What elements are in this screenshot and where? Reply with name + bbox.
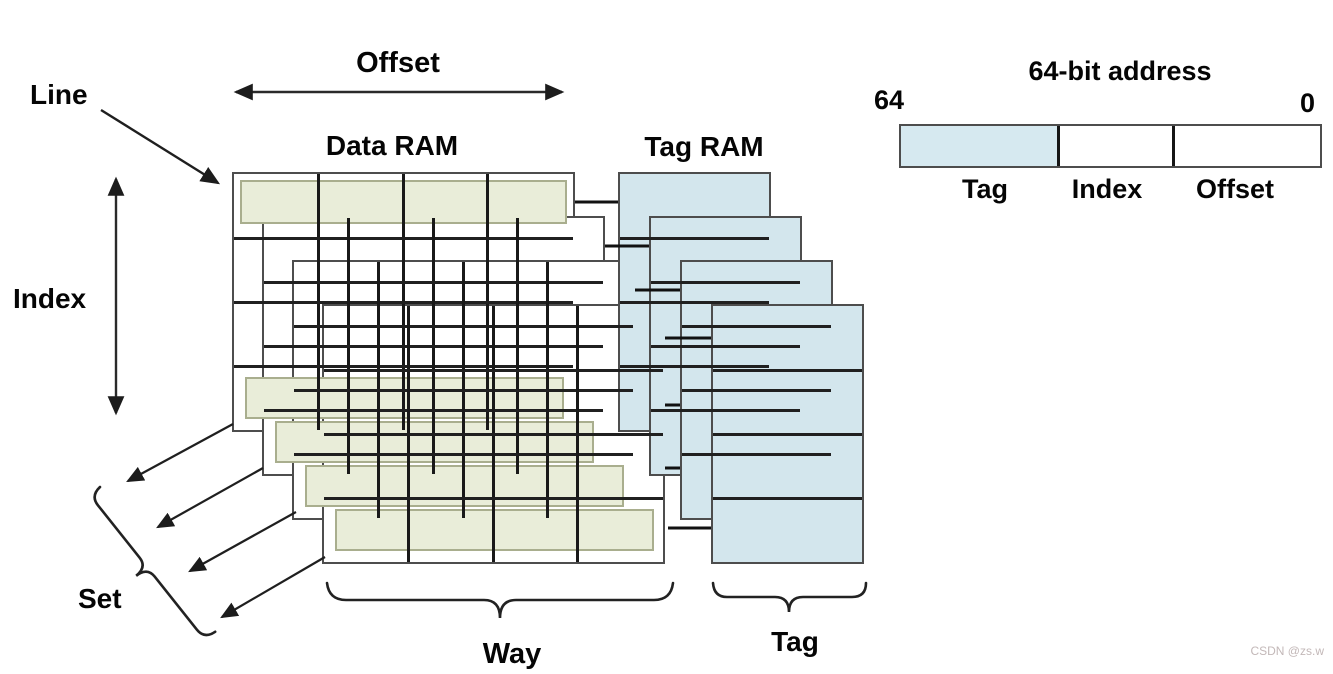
set-arrow-way-1 <box>126 423 234 483</box>
address-high-bit: 64 <box>874 85 905 115</box>
address-title: 64-bit address <box>1028 56 1212 86</box>
grid-divider <box>324 432 663 436</box>
way-label: Way <box>482 638 542 670</box>
line-pointer-arrow <box>100 108 221 185</box>
grid-divider <box>234 364 573 368</box>
grid-divider <box>264 280 603 284</box>
tag-ram-title: Tag RAM <box>644 131 764 162</box>
address-field-offset <box>1175 126 1320 166</box>
set-highlight-strip <box>275 421 594 463</box>
grid-divider <box>713 496 862 500</box>
grid-divider <box>651 280 800 284</box>
grid-divider <box>682 452 831 456</box>
address-field-label-tag: Tag <box>962 174 1008 204</box>
grid-divider <box>620 364 769 368</box>
watermark: CSDN @zs.w <box>1250 644 1324 658</box>
grid-divider <box>620 300 769 304</box>
grid-divider <box>713 368 862 372</box>
grid-divider <box>294 324 633 328</box>
grid-divider <box>651 408 800 412</box>
grid-divider <box>651 344 800 348</box>
tag-ram-way-4 <box>711 304 864 564</box>
tag-brace <box>711 581 868 613</box>
address-field-tag <box>901 126 1060 166</box>
grid-divider <box>682 324 831 328</box>
data-ram-way-2 <box>262 216 605 476</box>
data-ram-way-1 <box>232 172 575 432</box>
data-ram-way-4 <box>322 304 665 564</box>
data-ram-way-3 <box>292 260 635 520</box>
grid-divider <box>294 388 633 392</box>
grid-divider <box>234 300 573 304</box>
address-field-index <box>1060 126 1175 166</box>
grid-divider <box>264 408 603 412</box>
set-label: Set <box>78 583 122 614</box>
set-highlight-strip <box>305 465 624 507</box>
address-field-label-offset: Offset <box>1195 174 1274 204</box>
grid-divider <box>234 236 573 240</box>
grid-divider <box>713 432 862 436</box>
grid-divider <box>620 236 769 240</box>
offset-span-label: Offset <box>356 47 440 79</box>
grid-divider <box>324 496 663 500</box>
grid-divider <box>294 452 633 456</box>
set-arrow-way-3 <box>188 511 297 573</box>
index-label: Index <box>13 283 87 314</box>
address-low-bit: 0 <box>1299 88 1315 118</box>
way-brace <box>325 581 675 619</box>
set-arrow-way-4 <box>220 556 326 619</box>
address-bar <box>899 124 1322 168</box>
set-arrow-way-2 <box>156 467 264 529</box>
set-highlight-strip <box>245 377 564 419</box>
grid-divider <box>264 344 603 348</box>
grid-divider <box>324 368 663 372</box>
address-field-label-index: Index <box>1071 174 1143 204</box>
set-brace <box>93 485 217 637</box>
set-highlight-strip <box>335 509 654 551</box>
grid-divider <box>682 388 831 392</box>
tag-bottom-label: Tag <box>771 626 819 657</box>
line-label: Line <box>30 79 88 110</box>
data-ram-title: Data RAM <box>325 130 459 161</box>
